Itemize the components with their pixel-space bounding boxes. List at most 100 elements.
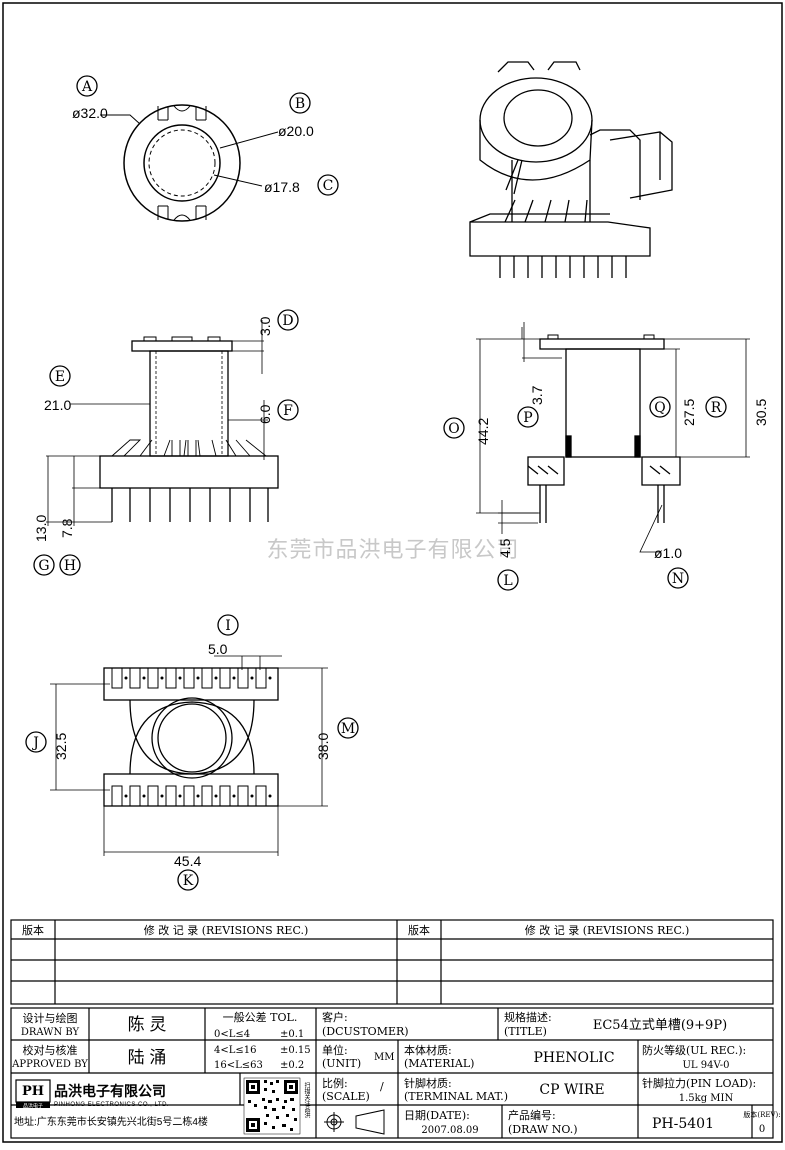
pin-load-label: 针脚拉力(PIN LOAD): [642, 1076, 756, 1090]
draw-no-label: 产品编号: [508, 1108, 556, 1122]
tolerance-title: 一般公差 TOL. [223, 1010, 298, 1024]
material-label: 本体材质: [404, 1043, 452, 1057]
dim-l: 4.5 [497, 538, 513, 558]
rev-col-record-left: 修 改 记 录 (REVISIONS REC.) [144, 923, 309, 937]
front-view [99, 336, 279, 522]
title-label: 规格描述: [504, 1010, 552, 1024]
scale-label: 比例: [322, 1076, 348, 1090]
approved-label-en: APPROVED BY [11, 1059, 88, 1070]
dim-q: 27.5 [681, 399, 697, 426]
callout-bubbles: A B C D E F G H I J K L M N O P Q R [25, 75, 727, 891]
pin-load-value: 1.5kg MIN [679, 1093, 734, 1104]
flame-value: UL 94V-0 [682, 1060, 729, 1071]
company-logo: PH 品洪电子 [15, 1079, 51, 1110]
callout-m: M [341, 721, 355, 737]
revisions-table [10, 919, 774, 1005]
company-name-en: PINHONG ELECTRONICS CO., LTD. [54, 1102, 169, 1108]
drawn-by: 陈 灵 [128, 1015, 167, 1034]
dim-b: ø20.0 [278, 123, 314, 139]
drawn-by-label-en: DRAWN BY [21, 1027, 80, 1038]
title-label-en: (TITLE) [504, 1025, 547, 1038]
qr-code [243, 1077, 301, 1135]
dim-h: 7.8 [59, 518, 75, 538]
product-title: EC54立式单槽(9+9P) [593, 1018, 727, 1033]
callout-a: A [81, 79, 93, 95]
tol-value-2: ±0.15 [280, 1045, 311, 1056]
approved-label-cn: 校对与核准 [23, 1043, 78, 1057]
side-view [527, 334, 681, 523]
pin-slots-bottom [111, 785, 267, 807]
tol-value-3: ±0.2 [280, 1060, 304, 1071]
callout-g: G [38, 558, 49, 574]
rev-label: 版本(REV): [743, 1110, 780, 1119]
callout-d: D [282, 313, 293, 329]
callout-n: N [672, 571, 684, 587]
tol-value-1: ±0.1 [280, 1029, 304, 1040]
callout-l: L [503, 573, 512, 589]
company-address: 地址:广东东莞市长安镇先兴北街5号二栋4楼 [14, 1115, 208, 1128]
company-name-cn: 品洪电子有限公司 [54, 1083, 166, 1099]
dim-p: 3.7 [529, 385, 545, 405]
watermark: 东莞市品洪电子有限公司 [266, 537, 519, 562]
front-view-dims [46, 320, 268, 526]
draw-no-label-en: (DRAW NO.) [508, 1123, 577, 1136]
callout-c: C [323, 178, 334, 194]
terminal-value: CP WIRE [539, 1082, 604, 1098]
callout-e: E [55, 369, 65, 385]
dim-r: 30.5 [753, 399, 769, 426]
callout-q: Q [654, 400, 665, 416]
tol-range-1: 0<L≤4 [214, 1029, 250, 1040]
tol-range-2: 4<L≤16 [214, 1045, 257, 1056]
rev-col-version-right: 版本 [408, 923, 430, 937]
svg-text:品洪电子: 品洪电子 [23, 1103, 43, 1110]
rev-value: 0 [759, 1124, 765, 1135]
material-label-en: (MATERIAL) [404, 1057, 474, 1070]
svg-text:PH: PH [22, 1084, 44, 1099]
rev-col-version-left: 版本 [22, 923, 44, 937]
dim-c: ø17.8 [264, 179, 300, 195]
bottom-view [103, 667, 279, 807]
top-view [100, 104, 279, 222]
terminal-label-en: (TERMINAL MAT.) [404, 1090, 508, 1103]
customer-label-en: (DCUSTOMER) [322, 1025, 409, 1038]
terminal-label: 针脚材质: [404, 1076, 452, 1090]
customer-label: 客户: [322, 1010, 348, 1024]
callout-p: P [523, 410, 532, 426]
flame-label: 防火等级(UL REC.): [642, 1043, 746, 1057]
dim-d: 3.0 [257, 316, 273, 336]
dim-e: 21.0 [44, 397, 71, 413]
scale-value: / [380, 1080, 384, 1093]
bottom-view-dims [50, 655, 328, 856]
approved-by: 陆 涌 [128, 1048, 167, 1067]
date-label: 日期(DATE): [404, 1109, 470, 1122]
unit-label-en: (UNIT) [322, 1057, 361, 1070]
projection-symbol-icon [324, 1109, 385, 1135]
qr-caption: 扫描关注品洪 [303, 1081, 310, 1119]
material-value: PHENOLIC [533, 1050, 614, 1066]
dim-i: 5.0 [208, 641, 228, 657]
dim-a: ø32.0 [72, 105, 108, 121]
isometric-view [469, 61, 673, 278]
scale-label-en: (SCALE) [322, 1090, 370, 1103]
callout-o: O [448, 421, 459, 437]
draw-no-value: PH-5401 [652, 1116, 714, 1132]
callout-j: J [31, 735, 39, 751]
dim-k: 45.4 [174, 853, 201, 869]
dim-n: ø1.0 [654, 545, 682, 561]
callout-i: I [225, 618, 231, 634]
tol-range-3: 16<L≤63 [214, 1060, 263, 1071]
dim-j: 32.5 [53, 733, 69, 760]
drawn-by-label-cn: 设计与绘图 [23, 1011, 78, 1025]
dim-f: 6.0 [257, 404, 273, 424]
callout-h: H [64, 558, 76, 574]
callout-b: B [295, 96, 305, 112]
unit-value: MM [374, 1052, 394, 1063]
title-block-grid [10, 1007, 774, 1139]
date-value: 2007.08.09 [421, 1125, 478, 1136]
pin-slots-top [111, 667, 267, 689]
side-view-dims [476, 322, 750, 553]
rev-col-record-right: 修 改 记 录 (REVISIONS REC.) [525, 923, 690, 937]
